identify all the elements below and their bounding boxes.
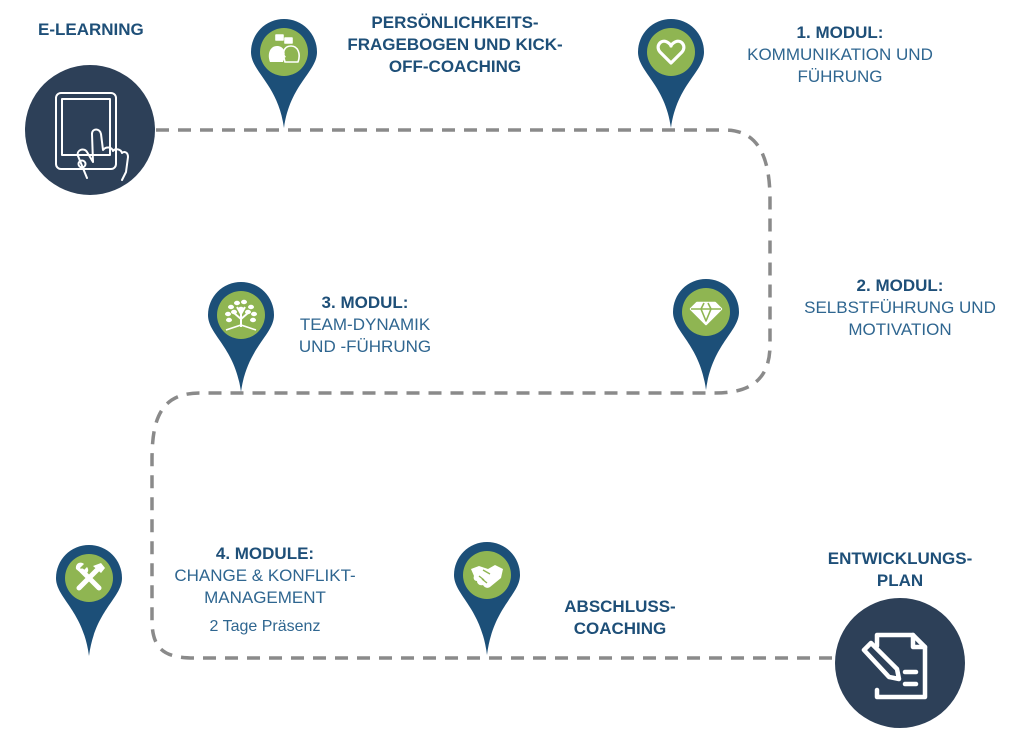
modul-2-subtitle: SELBSTFÜHRUNG UND [804,298,996,318]
modul-4-title: 4. MODULE: [215,544,315,563]
entwicklungsplan-title: ENTWICKLUNGS- PLAN [800,548,1000,592]
modul-3-title: 3. MODUL: [321,293,409,312]
step-label-abschluss: ABSCHLUSS- COACHING [555,596,685,640]
e-learning-circle [25,65,155,195]
kickoff-title-line: FRAGEBOGEN UND KICK- [347,35,563,55]
step-label-modul-3: 3. MODUL: TEAM-DYNAMIK UND -FÜHRUNG [285,292,445,358]
map-pin-2 [638,19,704,128]
kickoff-title-line: PERSÖNLICHKEITS- [371,13,539,32]
entwicklungsplan-circle [835,598,965,728]
modul-1-title: 1. MODUL: [796,23,884,42]
entwicklungsplan-title-line: PLAN [876,571,924,591]
diamond-icon [689,301,723,326]
heart-icon [656,39,686,65]
tablet-touch-icon [55,92,129,181]
map-pin-5 [56,545,122,656]
modul-4-subtitle: MANAGEMENT [204,588,326,608]
e-learning-label: E-LEARNING [38,20,144,39]
kickoff-title-line: OFF-COACHING [388,57,522,77]
people-conversation-icon [268,34,300,63]
modul-4-subtitle: CHANGE & KONFLIKT- [174,566,356,586]
tools-icon [75,562,105,591]
modul-1-subtitle: KOMMUNIKATION UND [747,45,933,65]
abschluss-title-line: ABSCHLUSS- [564,597,676,616]
step-label-kickoff: PERSÖNLICHKEITS- FRAGEBOGEN UND KICK- OF… [340,12,570,78]
map-pin-1 [251,19,317,128]
step-label-modul-2: 2. MODUL: SELBSTFÜHRUNG UND MOTIVATION [775,275,1024,341]
pin-inner-circle [647,28,695,76]
entwicklungsplan-title-line: ENTWICKLUNGS- [827,549,973,568]
handshake-icon [471,565,503,588]
modul-2-title: 2. MODUL: [856,276,944,295]
modul-4-duration-note: 2 Tage Präsenz [209,618,321,636]
modul-1-subtitle: FÜHRUNG [797,67,883,87]
modul-3-subtitle: UND -FÜHRUNG [298,337,432,357]
map-pin-3 [673,279,739,390]
step-label-modul-4: 4. MODULE: CHANGE & KONFLIKT- MANAGEMENT… [160,543,370,638]
map-pin-6 [454,542,520,655]
e-learning-title: E-LEARNING [38,19,148,41]
modul-3-subtitle: TEAM-DYNAMIK [299,315,431,335]
journey-path [90,128,840,660]
document-edit-icon [861,632,928,700]
tree-icon [225,299,257,331]
abschluss-title-line: COACHING [573,619,667,639]
modul-2-subtitle: MOTIVATION [848,320,952,340]
map-pin-4 [208,282,274,392]
step-label-modul-1: 1. MODUL: KOMMUNIKATION UND FÜHRUNG [715,22,965,88]
